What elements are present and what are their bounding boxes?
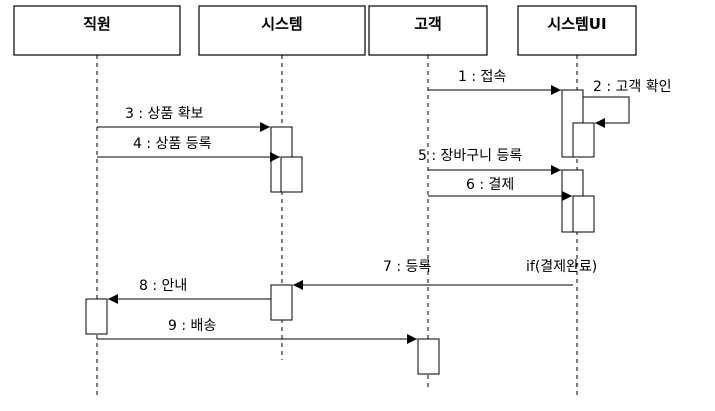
message-4: 4 : 상품 등록 bbox=[97, 136, 280, 162]
message-9: 9 : 배송 bbox=[97, 318, 417, 344]
message-2: 2 : 고객 확인 bbox=[583, 79, 672, 128]
message-2-label: 2 : 고객 확인 bbox=[593, 79, 672, 95]
participant-system-ui-box bbox=[517, 5, 637, 56]
message-1: 1 : 접속 bbox=[428, 69, 561, 95]
participant-customer-label: 고객 bbox=[414, 15, 442, 33]
participant-system: 시스템 bbox=[198, 5, 366, 360]
message-8-label: 8 : 안내 bbox=[139, 278, 187, 294]
message-6-label: 6 : 결제 bbox=[466, 177, 514, 193]
activation-customer-1 bbox=[417, 338, 440, 375]
message-1-label: 1 : 접속 bbox=[458, 69, 506, 85]
participant-system-box bbox=[198, 5, 366, 56]
activation-system-ui-3 bbox=[572, 195, 595, 233]
participant-staff-box bbox=[13, 5, 181, 56]
participant-system-label: 시스템 bbox=[261, 15, 302, 33]
message-6: 6 : 결제 bbox=[428, 177, 572, 201]
activation-system-ui-self bbox=[572, 122, 595, 158]
activation-system-2 bbox=[280, 156, 303, 193]
message-7-label: 7 : 등록 bbox=[383, 259, 431, 275]
message-7: 7 : 등록 if(결제완료) bbox=[293, 259, 597, 290]
message-8: 8 : 안내 bbox=[108, 278, 271, 304]
activation-staff-1 bbox=[85, 298, 108, 335]
activation-system-3 bbox=[270, 284, 293, 321]
participant-customer: 고객 bbox=[368, 5, 488, 390]
message-5: 5 : 장바구니 등록 bbox=[418, 148, 561, 175]
message-5-label: 5 : 장바구니 등록 bbox=[418, 148, 522, 164]
participant-staff-label: 직원 bbox=[83, 15, 111, 33]
message-3: 3 : 상품 확보 bbox=[97, 106, 270, 132]
message-2-arrow bbox=[583, 96, 630, 128]
guard-label: if(결제완료) bbox=[526, 259, 597, 275]
participant-staff: 직원 bbox=[13, 5, 181, 395]
participant-customer-box bbox=[368, 5, 488, 56]
message-9-label: 9 : 배송 bbox=[168, 318, 216, 334]
participant-system-ui-label: 시스템UI bbox=[547, 15, 606, 33]
message-4-label: 4 : 상품 등록 bbox=[133, 136, 212, 152]
message-3-label: 3 : 상품 확보 bbox=[125, 106, 204, 122]
